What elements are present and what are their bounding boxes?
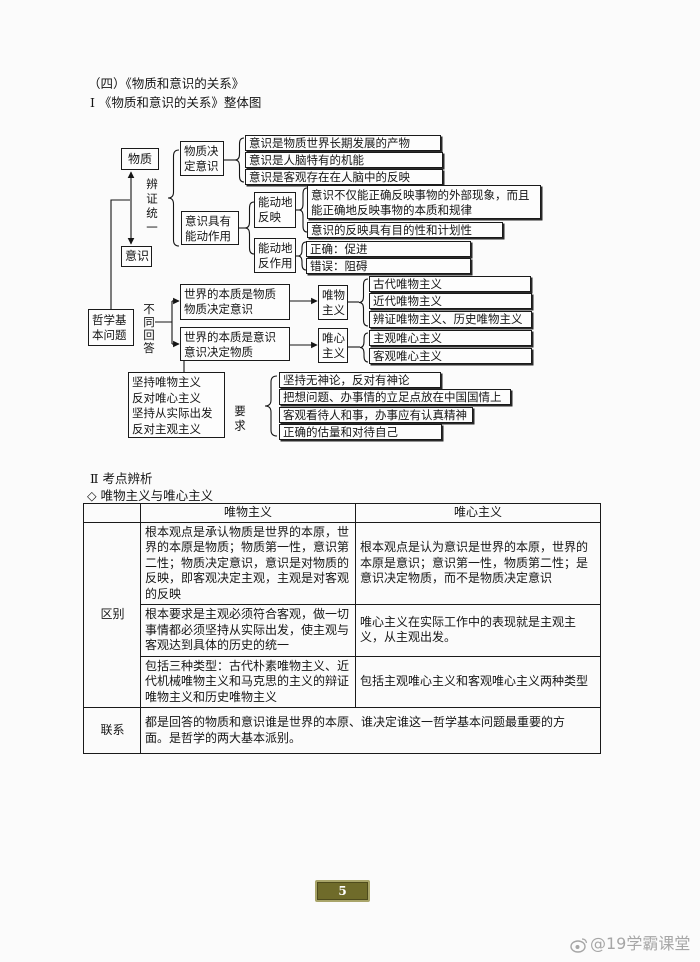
basic-question-box: 哲学基 本问题 xyxy=(88,309,134,346)
box-line: 坚持从实际出发 xyxy=(132,406,213,420)
box-line: 意识决定物质 xyxy=(184,344,253,359)
curly-brace xyxy=(359,332,369,363)
box-line: 意识不仅能正确反映事物的外部现象，而且 xyxy=(311,188,530,202)
table-header-row: 唯物主义 唯心主义 xyxy=(83,503,601,523)
dialectical-unity-label: 辨证统一 xyxy=(145,178,159,236)
box-line: 反作用 xyxy=(258,255,293,270)
box-line: 本问题 xyxy=(92,327,127,342)
requirement-item-box: 客观看待人和事，办事应有认真精神 xyxy=(279,407,473,423)
box-line: 哲学基 xyxy=(92,313,127,327)
table-cell: 根本观点是承认物质是世界的本原，世界的本原是物质；物质第一性，意识第二性；物质决… xyxy=(140,521,356,605)
box-line: 坚持唯物主义 xyxy=(132,375,201,389)
table-row: 包括三种类型：古代朴素唯物主义、近代机械唯物主义和马克思的主义的辩证唯物主义和历… xyxy=(84,655,601,708)
requirement-item-box: 正确的估量和对待自己 xyxy=(279,424,442,440)
box-line: 物质决定意识 xyxy=(184,301,253,316)
comparison-table: 唯物主义 唯心主义 区别 根本观点是承认物质是世界的本原，世界的本原是物质；物质… xyxy=(83,503,601,754)
box-line: 反映 xyxy=(258,209,281,224)
reaction-item-box: 错误：阻碍 xyxy=(306,258,471,274)
curly-brace xyxy=(234,137,245,183)
curly-brace xyxy=(244,201,255,255)
box-line: 唯物 xyxy=(322,288,345,302)
watermark-text: @19学霸课堂 xyxy=(590,934,691,953)
box-line: 世界的本质是意识 xyxy=(184,330,276,344)
weibo-logo-icon xyxy=(570,937,588,953)
materialism-type-box: 辨证唯物主义、历史唯物主义 xyxy=(369,311,532,328)
origin-item-box: 意识是物质世界长期发展的产物 xyxy=(245,135,441,151)
box-line: 能动作用 xyxy=(185,228,231,243)
box-line: 反对唯心主义 xyxy=(132,390,201,405)
table-cell: 包括主观唯心主义和客观唯心主义两种类型 xyxy=(355,655,601,708)
analysis-title: Ⅱ 考点辨析 xyxy=(90,471,153,486)
box-line: 反对主观主义 xyxy=(132,421,201,436)
materialism-box: 唯物 主义 xyxy=(318,285,348,320)
origin-item-box: 意识是客观存在在人脑中的反映 xyxy=(245,169,443,185)
matter-first-box: 世界的本质是物质 物质决定意识 xyxy=(180,284,290,320)
curly-brace xyxy=(264,375,278,437)
curly-brace xyxy=(167,149,180,247)
connection-cell: 都是回答的物质和意识谁是世界的本原、谁决定谁这一哲学基本问题最重要的方面。是哲学… xyxy=(140,707,601,754)
table-header-idealism: 唯心主义 xyxy=(355,503,601,523)
origin-item-box: 意识是人脑特有的机能 xyxy=(245,152,443,168)
connection-label-cell: 联系 xyxy=(83,707,141,754)
difference-label-cell: 区别 xyxy=(83,521,141,708)
idealism-box: 唯心 主义 xyxy=(318,328,348,363)
table-row: 区别 根本观点是承认物质是世界的本原，世界的本原是物质；物质第一性，意识第二性；… xyxy=(83,521,601,708)
active-reaction-box: 能动地 反作用 xyxy=(254,238,296,273)
table-cell: 唯心主义在实际工作中的表现就是主观主义，从主观出发。 xyxy=(355,604,601,657)
box-line: 主义 xyxy=(322,302,345,317)
box-line: 能动地 xyxy=(258,241,293,255)
box-line: 世界的本质是物质 xyxy=(184,287,276,301)
requirement-item-box: 坚持无神论，反对有神论 xyxy=(279,372,441,388)
active-reflection-box: 能动地 反映 xyxy=(254,192,296,228)
table-header-materialism: 唯物主义 xyxy=(140,503,356,523)
different-answers-label: 不同回答 xyxy=(142,303,156,355)
curly-brace xyxy=(298,187,308,233)
table-cell: 包括三种类型：古代朴素唯物主义、近代机械唯物主义和马克思的主义的辩证唯物主义和历… xyxy=(140,655,356,708)
analysis-subtitle: ◇ 唯物主义与唯心主义 xyxy=(87,488,214,503)
box-line: 物质决 xyxy=(184,144,219,158)
active-role-box: 意识具有 能动作用 xyxy=(181,211,239,245)
consciousness-box: 意识 xyxy=(121,246,152,267)
curly-brace xyxy=(297,241,307,271)
watermark: @19学霸课堂 xyxy=(570,934,690,954)
table-row: 联系 都是回答的物质和意识谁是世界的本原、谁决定谁这一哲学基本问题最重要的方面。… xyxy=(83,707,601,754)
idealism-type-box: 客观唯心主义 xyxy=(369,348,532,364)
principles-box: 坚持唯物主义 反对唯心主义 坚持从实际出发 反对主观主义 xyxy=(128,372,225,438)
reflection-purpose-box: 意识的反映具有目的性和计划性 xyxy=(307,222,503,238)
page-number: 5 xyxy=(315,880,370,902)
box-line: 意识具有 xyxy=(185,214,231,228)
box-line: 主义 xyxy=(322,345,345,360)
materialism-type-box: 近代唯物主义 xyxy=(369,293,532,309)
box-line: 能正确地反映事物的本质和规律 xyxy=(311,202,472,217)
section-title: （四）《物质和意识的关系》 xyxy=(88,76,245,91)
connector-line xyxy=(110,199,130,309)
reaction-item-box: 正确：促进 xyxy=(306,241,471,257)
table-header-empty xyxy=(83,503,141,523)
matter-determines-consciousness-box: 物质决 定意识 xyxy=(180,141,224,176)
reflection-detail-box: 意识不仅能正确反映事物的外部现象，而且 能正确地反映事物的本质和规律 xyxy=(307,185,541,219)
matter-box: 物质 xyxy=(121,148,159,170)
table-cell: 根本要求是主观必须符合客观，做一切事情都必须坚持从实际出发，使主观与客观达到具体… xyxy=(140,604,356,657)
requirement-label: 要求 xyxy=(233,405,247,434)
table-row: 根本要求是主观必须符合客观，做一切事情都必须坚持从实际出发，使主观与客观达到具体… xyxy=(84,604,601,657)
table-cell: 根本观点是认为意识是世界的本原，世界的本原是意识；意识第一性，物质第二性；是意识… xyxy=(355,521,601,605)
box-line: 能动地 xyxy=(258,195,293,209)
consciousness-first-box: 世界的本质是意识 意识决定物质 xyxy=(180,327,290,361)
box-line: 唯心 xyxy=(322,331,345,345)
diagram-title: Ⅰ 《物质和意识的关系》整体图 xyxy=(90,95,262,110)
box-line: 定意识 xyxy=(184,158,219,173)
materialism-type-box: 古代唯物主义 xyxy=(369,276,531,292)
idealism-type-box: 主观唯心主义 xyxy=(369,330,532,346)
requirement-item-box: 把想问题、办事情的立足点放在中国国情上 xyxy=(279,389,511,405)
curly-brace xyxy=(358,278,369,327)
